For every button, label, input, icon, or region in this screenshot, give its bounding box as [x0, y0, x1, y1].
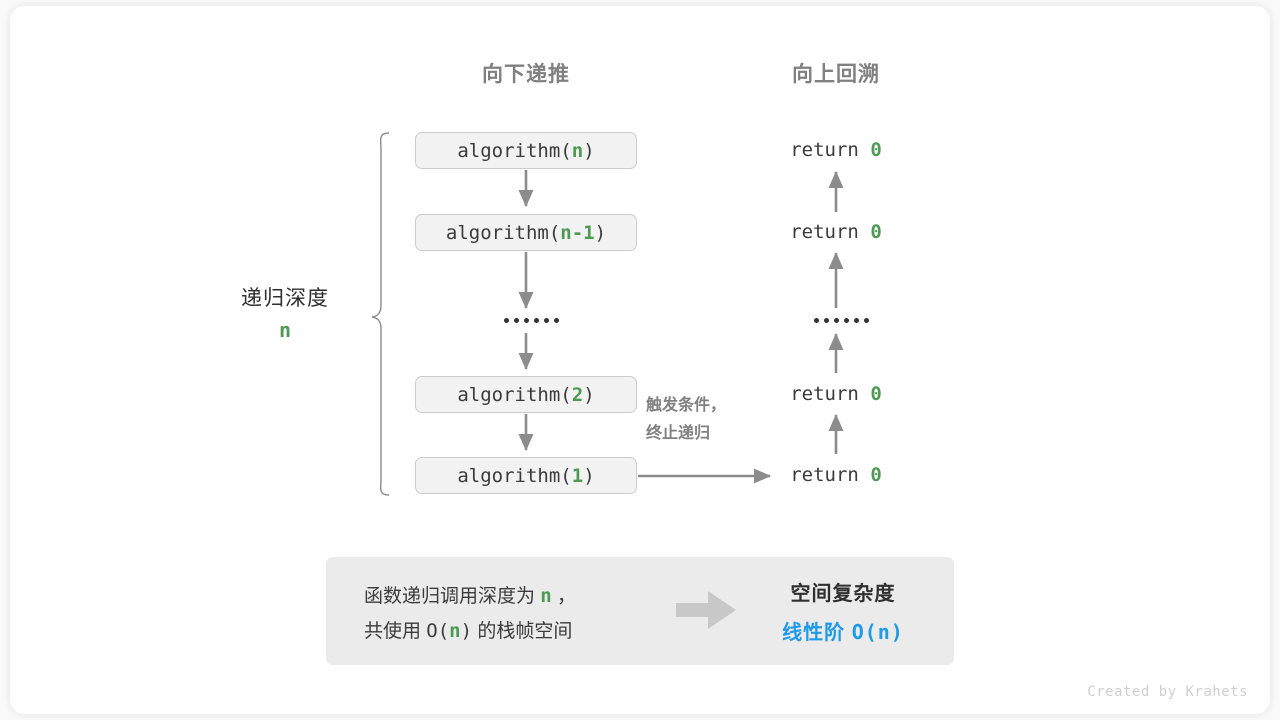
return-label-2-text: return: [790, 221, 871, 243]
return-label-1-text: return: [790, 139, 871, 161]
call-box-1-arg: 1: [571, 464, 584, 487]
summary-right-text: 空间复杂度 线性阶 O(n): [758, 577, 928, 645]
return-label-1-value: 0: [870, 139, 882, 161]
recursion-depth-value: n: [278, 318, 292, 342]
summary-line-2-c: ): [460, 620, 473, 642]
column-header-down: 向下递推: [482, 63, 570, 86]
summary-line-1-n: n: [540, 585, 552, 607]
call-box-n-name: algorithm(: [457, 139, 572, 162]
call-box-n-close: ): [583, 139, 595, 162]
call-box-1-close: ): [583, 464, 595, 487]
return-label-1: return 0: [736, 139, 936, 161]
summary-line-2-n: n: [449, 620, 461, 642]
right-ellipsis-dots: [814, 318, 869, 323]
call-box-n[interactable]: algorithm(n): [415, 132, 637, 169]
credit-text: Created by Krahets: [1087, 684, 1248, 700]
recursion-depth-label: 递归深度 n: [185, 282, 385, 342]
termination-note: 触发条件， 终止递归: [646, 392, 726, 448]
summary-line-1: 函数递归调用深度为 n ，: [364, 579, 576, 614]
recursion-depth-text: 递归深度: [241, 287, 329, 310]
summary-line-2-o: O(: [426, 620, 450, 642]
summary-left-text: 函数递归调用深度为 n ， 共使用 O(n) 的栈帧空间: [364, 579, 576, 649]
call-box-1[interactable]: algorithm(1): [415, 457, 637, 494]
return-label-3-text: return: [790, 383, 871, 405]
summary-line-1a: 函数递归调用深度为: [364, 586, 541, 607]
call-box-2-close: ): [583, 383, 595, 406]
call-box-n-minus-1-close: ): [594, 221, 607, 244]
column-header-up: 向上回溯: [792, 63, 880, 86]
summary-line-2a: 共使用: [364, 621, 427, 642]
return-label-3-value: 0: [870, 383, 882, 405]
call-box-2-name: algorithm(: [457, 383, 572, 406]
call-box-2[interactable]: algorithm(2): [415, 376, 637, 413]
termination-note-line2: 终止递归: [646, 425, 711, 442]
summary-panel: 函数递归调用深度为 n ， 共使用 O(n) 的栈帧空间 空间复杂度 线性阶 O…: [326, 557, 954, 665]
return-label-4-text: return: [790, 464, 871, 486]
complexity-value: 线性阶 O(n): [758, 616, 928, 645]
return-label-4: return 0: [736, 464, 936, 486]
summary-line-1b: ，: [551, 586, 577, 607]
termination-note-line1: 触发条件，: [646, 397, 727, 414]
right-block-arrow-icon: [676, 591, 736, 629]
return-label-2: return 0: [736, 221, 936, 243]
return-label-3: return 0: [736, 383, 936, 405]
summary-line-2: 共使用 O(n) 的栈帧空间: [364, 614, 576, 649]
summary-line-2b: 的栈帧空间: [472, 621, 573, 642]
left-ellipsis-dots: [504, 318, 559, 323]
call-box-1-name: algorithm(: [457, 464, 572, 487]
complexity-title: 空间复杂度: [790, 583, 896, 605]
return-label-4-value: 0: [870, 464, 882, 486]
call-box-n-arg: n: [571, 139, 584, 162]
complexity-value-word: 线性阶: [782, 622, 852, 644]
call-box-n-minus-1-name: algorithm(: [445, 221, 561, 244]
call-box-2-arg: 2: [571, 383, 584, 406]
call-box-n-minus-1[interactable]: algorithm(n-1): [415, 214, 637, 251]
return-label-2-value: 0: [870, 221, 882, 243]
call-box-n-minus-1-arg: n-1: [560, 221, 595, 244]
complexity-value-mono: O(n): [851, 620, 904, 644]
